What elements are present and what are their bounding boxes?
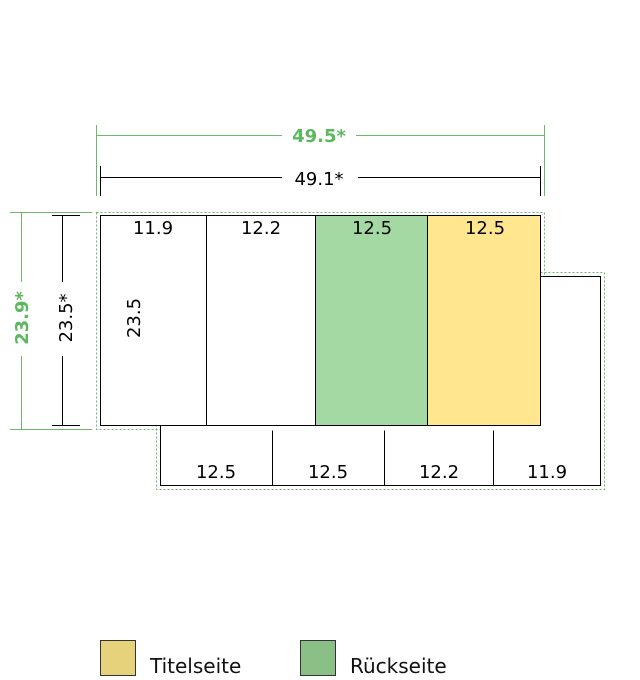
legend-swatch-title — [100, 640, 136, 676]
panel-title-label: 12.5 — [465, 218, 505, 239]
legend-label-title: Titelseite — [150, 654, 242, 678]
legend-label-back: Rückseite — [350, 654, 447, 678]
panel-height-label: 23.5 — [124, 298, 145, 338]
width-dimension-inner — [100, 166, 541, 196]
bottom-panel-3-label: 12.2 — [419, 462, 459, 483]
panel-2-label: 12.2 — [241, 218, 281, 239]
height-outer-label: 23.9* — [12, 291, 33, 345]
width-inner-label: 49.1* — [294, 169, 343, 190]
bottom-panel-4-label: 11.9 — [527, 462, 567, 483]
panel-title — [427, 215, 541, 426]
legend-swatch-back — [300, 640, 336, 676]
width-dimension-outer — [96, 125, 545, 196]
height-inner-label: 23.5* — [56, 293, 77, 342]
bottom-panel-1-label: 12.5 — [196, 462, 236, 483]
bottom-panel-2-label: 12.5 — [308, 462, 348, 483]
panel-back-label: 12.5 — [352, 218, 392, 239]
width-outer-label: 49.5* — [292, 126, 346, 147]
panel-back — [315, 215, 428, 426]
height-dimension-inner — [52, 215, 80, 426]
panel-1 — [100, 215, 207, 426]
height-dimension-outer — [10, 212, 92, 430]
panel-1-label: 11.9 — [133, 218, 173, 239]
panel-2 — [206, 215, 316, 426]
